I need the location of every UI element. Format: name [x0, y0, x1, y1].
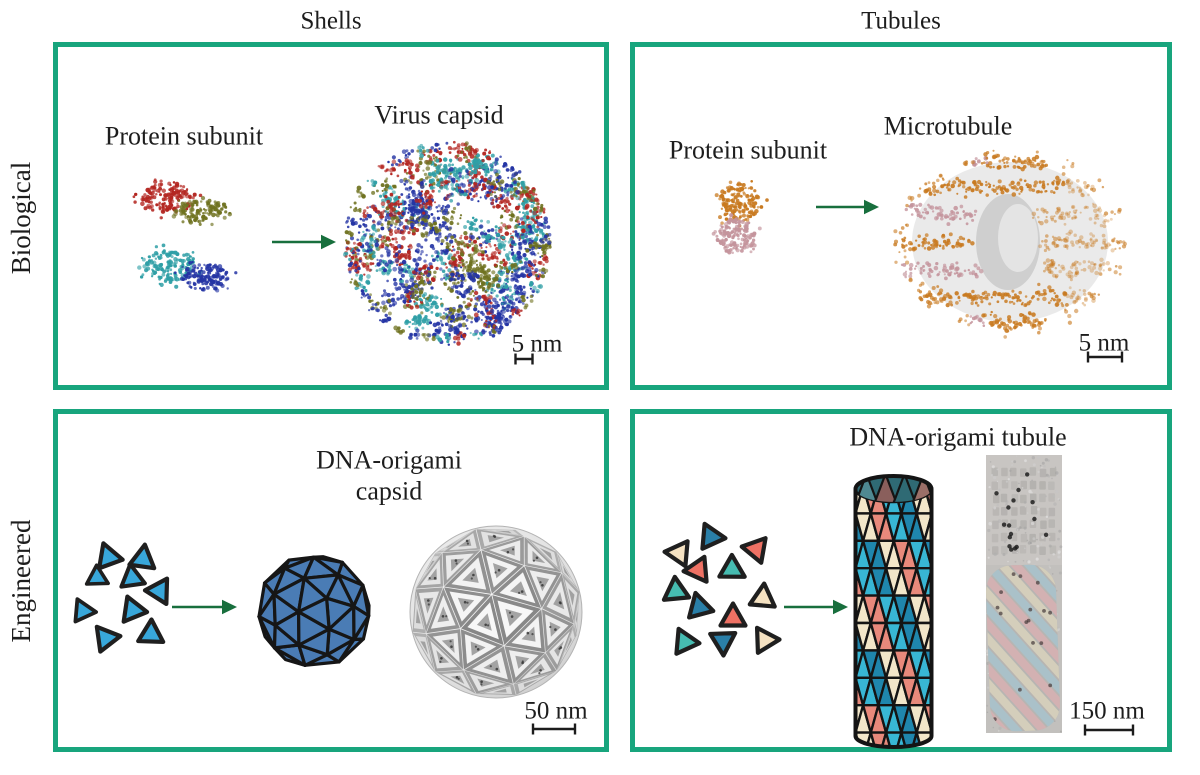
row-header-biological: Biological: [6, 161, 37, 275]
eng-shells-scale-label: 50 nm: [524, 697, 588, 725]
bio-tubules-structure-label: Microtubule: [883, 111, 1013, 141]
bio-shells-structure-label: Virus capsid: [374, 100, 504, 130]
column-header-tubules: Tubules: [861, 7, 941, 35]
eng-tubules-scale-label: 150 nm: [1069, 697, 1145, 725]
bio-shells-scale-label: 5 nm: [511, 330, 563, 358]
eng-tubules-structure-label: DNA-origami tubule: [849, 422, 1067, 452]
column-header-shells: Shells: [300, 7, 362, 35]
bio-tubules-scale-label: 5 nm: [1078, 329, 1130, 357]
eng-shells-structure-label-line1: DNA-origami: [316, 445, 462, 475]
bio-tubules-subunit-label: Protein subunit: [668, 135, 828, 165]
bio-shells-subunit-label: Protein subunit: [104, 121, 264, 151]
eng-shells-structure-label-line2: capsid: [355, 476, 423, 506]
row-header-engineered: Engineered: [6, 519, 37, 643]
